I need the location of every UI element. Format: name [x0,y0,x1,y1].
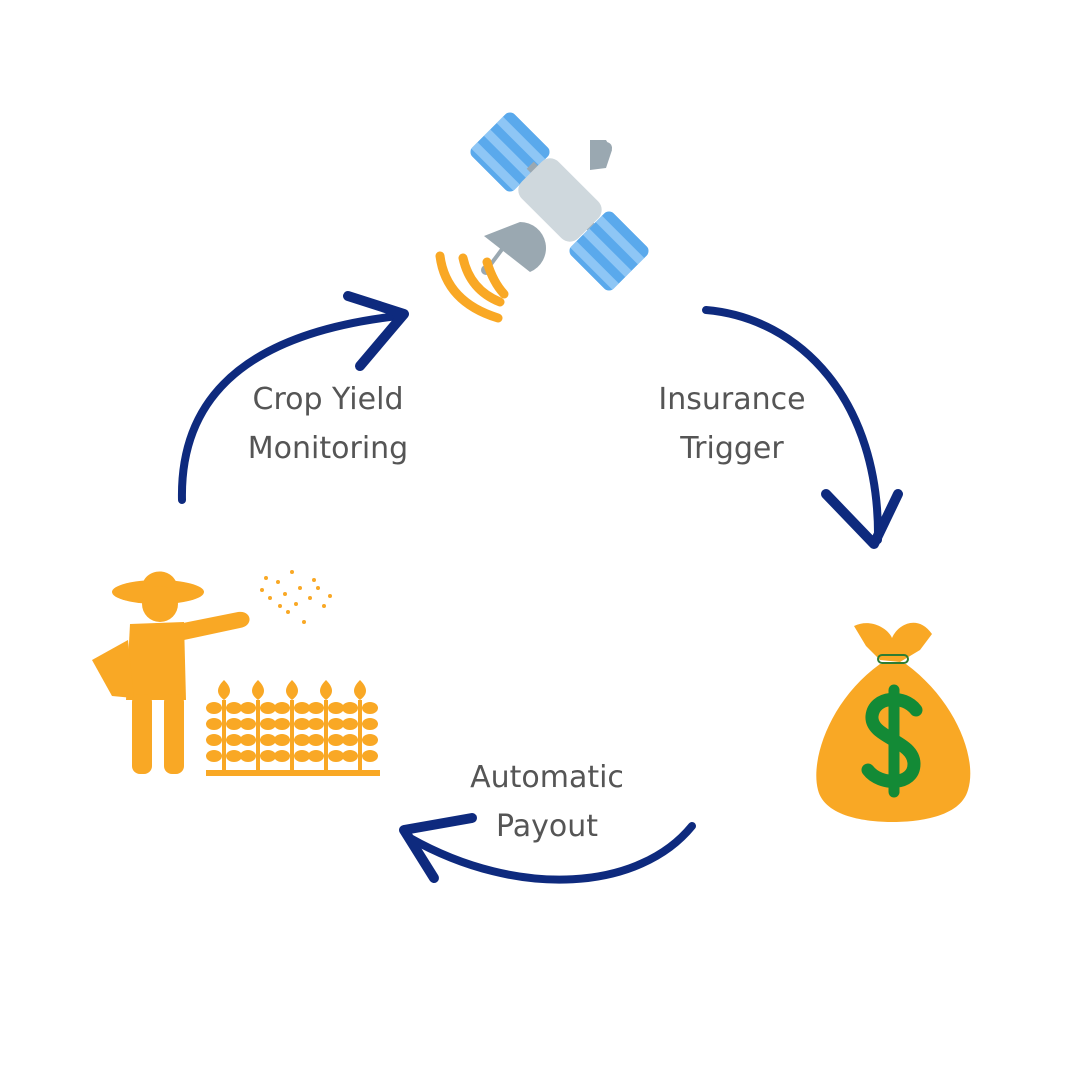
label-line: Insurance [658,382,806,417]
label-line: Trigger [680,431,784,466]
label-insurance-trigger: Insurance Trigger [632,375,832,473]
satellite-icon [435,109,652,323]
arrow-monitoring [177,291,409,504]
label-crop-yield-monitoring: Crop Yield Monitoring [228,375,428,473]
arrow-insurance [702,306,903,549]
label-line: Crop Yield [252,382,404,417]
farmer-icon [92,570,332,774]
label-line: Monitoring [247,431,409,466]
crop-field-icon [206,680,380,776]
money-bag-icon [816,622,971,822]
arrow-payout [399,813,696,884]
label-line: Payout [495,809,598,844]
label-line: Automatic [470,760,624,795]
label-automatic-payout: Automatic Payout [447,753,647,851]
